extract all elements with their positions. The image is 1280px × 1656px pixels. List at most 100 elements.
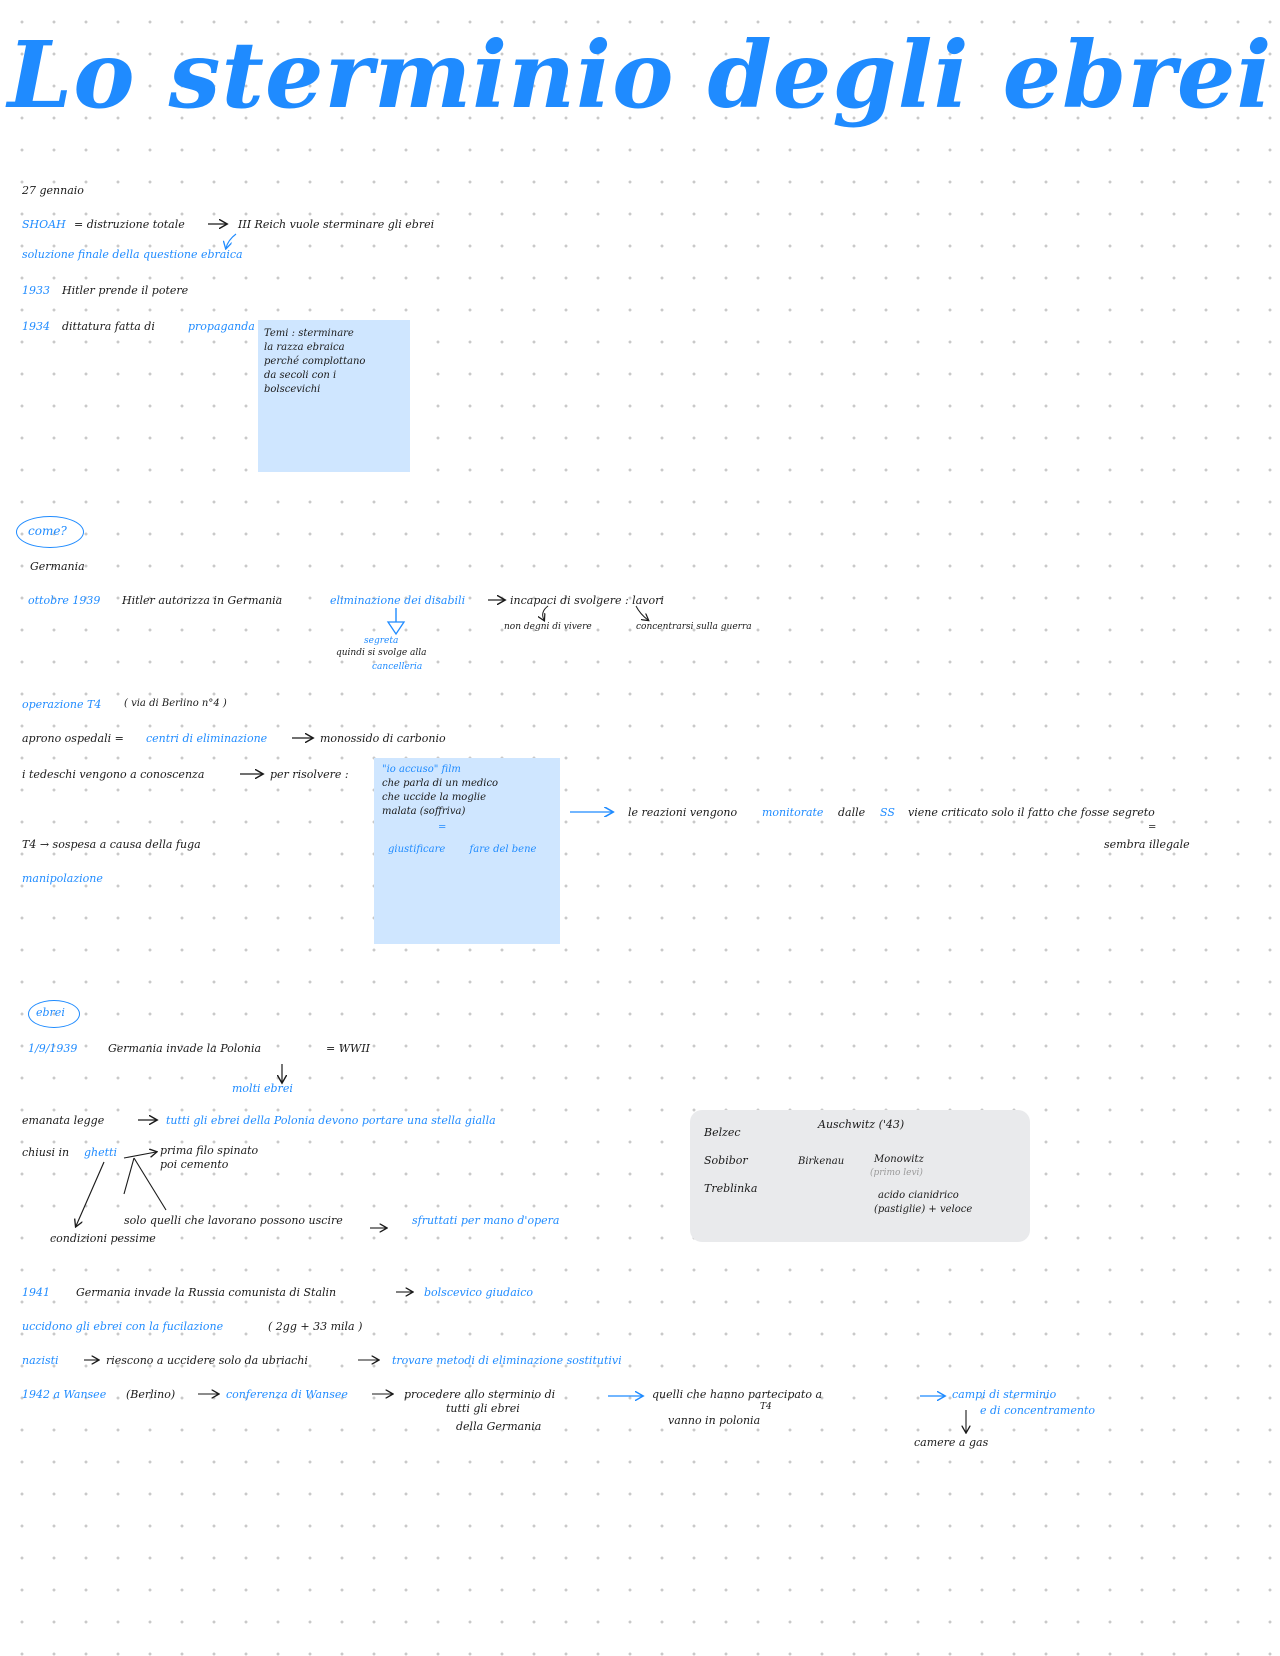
soluzione-finale: soluzione finale della questione ebraica	[22, 248, 243, 261]
via-berlino: ( via di Berlino n°4 )	[124, 698, 227, 709]
procedere-line-3: della Germania	[456, 1420, 542, 1433]
camp-sobibor: Sobibor	[704, 1154, 748, 1167]
campi-sterminio: campi di sterminio	[952, 1388, 1057, 1401]
vanno-polonia: vanno in polonia	[668, 1414, 761, 1427]
arrow-concentrarsi	[635, 605, 648, 620]
monossido: monossido di carbonio	[320, 732, 446, 745]
text-1934: dittatura fatta di	[62, 320, 155, 333]
note-equals: =	[438, 822, 447, 833]
propaganda: propaganda	[188, 320, 255, 333]
year-1941: 1941	[22, 1286, 50, 1299]
note-line: da secoli con i	[264, 370, 337, 381]
operazione-t4: operazione T4	[22, 698, 102, 711]
bolscevico-giudaico: bolscevico giudaico	[424, 1286, 534, 1299]
eliminazione-disabili: eliminazione dei disabili	[330, 594, 466, 607]
non-degni: non degni di vivere	[504, 622, 592, 632]
come-circle	[16, 516, 84, 548]
t4-small: T4	[760, 1402, 772, 1412]
arrow-condizioni	[76, 1161, 105, 1226]
tedeschi-conoscenza: i tedeschi vengono a conoscenza	[22, 768, 205, 781]
poi-cemento: poi cemento	[160, 1158, 229, 1171]
uccidono-fucilazione: uccidono gli ebrei con la fucilazione	[22, 1320, 224, 1333]
primo-levi: (primo levi)	[870, 1168, 923, 1178]
note-line: che parla di un medico	[382, 778, 499, 789]
conferenza-wansee: conferenza di Wansee	[226, 1388, 348, 1401]
ottobre-1939: ottobre 1939	[28, 594, 101, 607]
year-1933: 1933	[22, 284, 50, 297]
procedere-line-1: procedere allo sterminio di	[404, 1388, 556, 1401]
reazioni-b: dalle	[838, 806, 866, 819]
shoah-label: SHOAH	[22, 218, 66, 231]
segreta: segreta	[364, 636, 399, 646]
date-1-9-1939: 1/9/1939	[28, 1042, 78, 1055]
camp-treblinka: Treblinka	[704, 1182, 758, 1195]
germania-heading: Germania	[30, 560, 85, 573]
chiusi-in: chiusi in	[22, 1146, 70, 1159]
line-ghetti-solo	[133, 1157, 167, 1211]
giustificare: giustificare	[388, 844, 446, 855]
come-heading: come?	[28, 524, 67, 538]
campi-box: Belzec Sobibor Treblinka Auschwitz ('43)…	[690, 1110, 1030, 1242]
camp-birkenau: Birkenau	[798, 1156, 845, 1167]
ebrei-heading: ebrei	[36, 1006, 65, 1019]
sticky-note-temi: Temi : sterminare la razza ebraica perch…	[258, 320, 410, 472]
ss: SS	[880, 806, 895, 819]
note-line: che uccide la moglie	[382, 792, 487, 803]
year-1942-wansee: 1942 a Wansee	[22, 1388, 107, 1401]
text-1941: Germania invade la Russia comunista di S…	[76, 1286, 337, 1299]
aprono-ospedali: aprono ospedali =	[22, 732, 124, 745]
centri-eliminazione: centri di eliminazione	[146, 732, 268, 745]
arrow-segreta-head	[386, 621, 406, 636]
arrow-non-degni	[543, 605, 549, 620]
ghetti: ghetti	[84, 1146, 117, 1159]
uccidono-numbers: ( 2gg + 33 mila )	[268, 1320, 363, 1333]
camp-belzec: Belzec	[704, 1126, 741, 1139]
note-line: la razza ebraica	[264, 342, 345, 353]
sticky-note-io-accuso: "io accuso" film che parla di un medico …	[374, 758, 560, 944]
solo-quelli: solo quelli che lavorano possono uscire	[124, 1214, 343, 1227]
emanata-legge: emanata legge	[22, 1114, 105, 1127]
reazioni-c: viene criticato solo il fatto che fosse …	[908, 806, 1155, 819]
note-line: malata (soffriva)	[382, 806, 466, 817]
reich-text: III Reich vuole sterminare gli ebrei	[238, 218, 435, 231]
nazisti: nazisti	[22, 1354, 59, 1367]
invade-polonia: Germania invade la Polonia	[108, 1042, 262, 1055]
campi-concentramento: e di concentramento	[980, 1404, 1095, 1417]
berlino: (Berlino)	[126, 1388, 176, 1401]
note-film-title: "io accuso" film	[382, 764, 461, 775]
date-27-gennaio: 27 gennaio	[22, 184, 84, 197]
arrow-filo	[123, 1152, 156, 1159]
procedere-line-2: tutti gli ebrei	[446, 1402, 520, 1415]
reazioni-a: le reazioni vengono	[628, 806, 738, 819]
arrow-reich-soluzione	[226, 233, 237, 248]
note-line-film: "io accuso" film	[382, 764, 461, 776]
hitler-autorizza: Hitler autorizza in Germania	[122, 594, 283, 607]
acido-cianidrico: acido cianidrico	[878, 1190, 959, 1201]
quelli-partecipato: quelli che hanno partecipato a	[652, 1388, 823, 1401]
incapaci-text: incapaci di svolgere : lavori	[510, 594, 664, 607]
ebrei-circle	[28, 1000, 80, 1028]
text-1933: Hitler prende il potere	[62, 284, 189, 297]
sfruttati: sfruttati per mano d'opera	[412, 1214, 560, 1227]
condizioni-pessime: condizioni pessime	[50, 1232, 156, 1245]
cancelleria: cancelleria	[372, 662, 423, 672]
prima-filo: prima filo spinato	[160, 1144, 259, 1157]
t4-sospesa: T4 → sospesa a causa della fuga	[22, 838, 201, 851]
quindi-cancelleria: quindi si svolge alla	[336, 648, 427, 658]
wwii: = WWII	[326, 1042, 371, 1055]
molti-ebrei: molti ebrei	[232, 1082, 293, 1095]
year-1934: 1934	[22, 320, 50, 333]
riescono-ubriachi: riescono a uccidere solo da ubriachi	[106, 1354, 308, 1367]
sembra-illegale: sembra illegale	[1104, 838, 1190, 851]
per-risolvere: per risolvere :	[270, 768, 349, 781]
page-title: Lo sterminio degli ebrei	[7, 21, 1273, 129]
note-line: bolscevichi	[264, 384, 321, 395]
equals-sembra: =	[1148, 822, 1157, 833]
camp-monowitz: Monowitz	[874, 1154, 924, 1165]
trovare-metodi: trovare metodi di eliminazione sostituti…	[392, 1354, 622, 1367]
line-ghetti-v	[123, 1157, 135, 1195]
fare-del-bene: fare del bene	[469, 844, 537, 855]
camere-gas: camere a gas	[914, 1436, 989, 1449]
pastiglie-veloce: (pastiglie) + veloce	[874, 1204, 973, 1215]
note-line: perché complottano	[264, 356, 366, 367]
